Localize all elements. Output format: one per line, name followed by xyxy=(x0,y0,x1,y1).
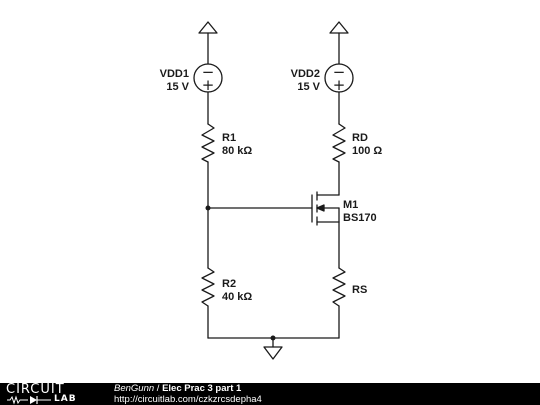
m1-model-label: BS170 xyxy=(343,212,377,224)
vdd1-plus-sign: + xyxy=(202,76,215,94)
rd-resistor-symbol xyxy=(332,123,346,163)
rd-name-label: RD xyxy=(352,132,368,144)
r1-name-label: R1 xyxy=(222,132,236,144)
rs-resistor-symbol xyxy=(332,267,346,307)
vdd1-value-label: 15 V xyxy=(166,81,189,93)
circuit-title: Elec Prac 3 part 1 xyxy=(162,383,242,394)
logo-text-lab: LAB xyxy=(54,394,77,404)
circuit-title-line: BenGunn / Elec Prac 3 part 1 xyxy=(114,383,262,395)
junction-dot xyxy=(270,335,276,341)
vdd2-minus-sign: − xyxy=(333,63,346,81)
vdd2-plus-sign: + xyxy=(333,76,346,94)
logo-text-circuit: CIRCUIT xyxy=(6,382,65,397)
circuitlab-logo[interactable]: CIRCUIT LAB xyxy=(6,383,94,405)
vdd2-value-label: 15 V xyxy=(297,81,320,93)
r2-value-label: 40 kΩ xyxy=(222,291,252,303)
vdd2-name-label: VDD2 xyxy=(291,68,320,80)
footer-bar: CIRCUIT LAB BenGunn / Elec Prac 3 part 1… xyxy=(0,383,540,405)
r2-name-label: R2 xyxy=(222,278,236,290)
vdd2-rail-arrow xyxy=(329,21,349,34)
vdd1-name-label: VDD1 xyxy=(160,68,189,80)
rd-value-label: 100 Ω xyxy=(352,145,382,157)
junction-dot xyxy=(205,205,211,211)
title-separator: / xyxy=(154,383,163,394)
r1-value-label: 80 kΩ xyxy=(222,145,252,157)
ground-symbol xyxy=(263,346,283,360)
vdd1-minus-sign: − xyxy=(202,63,215,81)
r1-resistor-symbol xyxy=(201,123,215,163)
footer-info: BenGunn / Elec Prac 3 part 1 http://circ… xyxy=(114,383,262,405)
m1-mosfet-symbol xyxy=(311,191,340,226)
r2-resistor-symbol xyxy=(201,267,215,307)
rs-name-label: RS xyxy=(352,284,367,296)
schematic: − + − + VDD1 15 V VDD2 15 V R1 80 kΩ RD … xyxy=(160,21,382,360)
logo-waveform-icon xyxy=(7,395,51,405)
vdd1-rail-arrow xyxy=(198,21,218,34)
m1-name-label: M1 xyxy=(343,199,358,211)
circuit-url-link[interactable]: http://circuitlab.com/czkzrcsdepha4 xyxy=(114,393,262,405)
author-link[interactable]: BenGunn xyxy=(114,383,155,394)
